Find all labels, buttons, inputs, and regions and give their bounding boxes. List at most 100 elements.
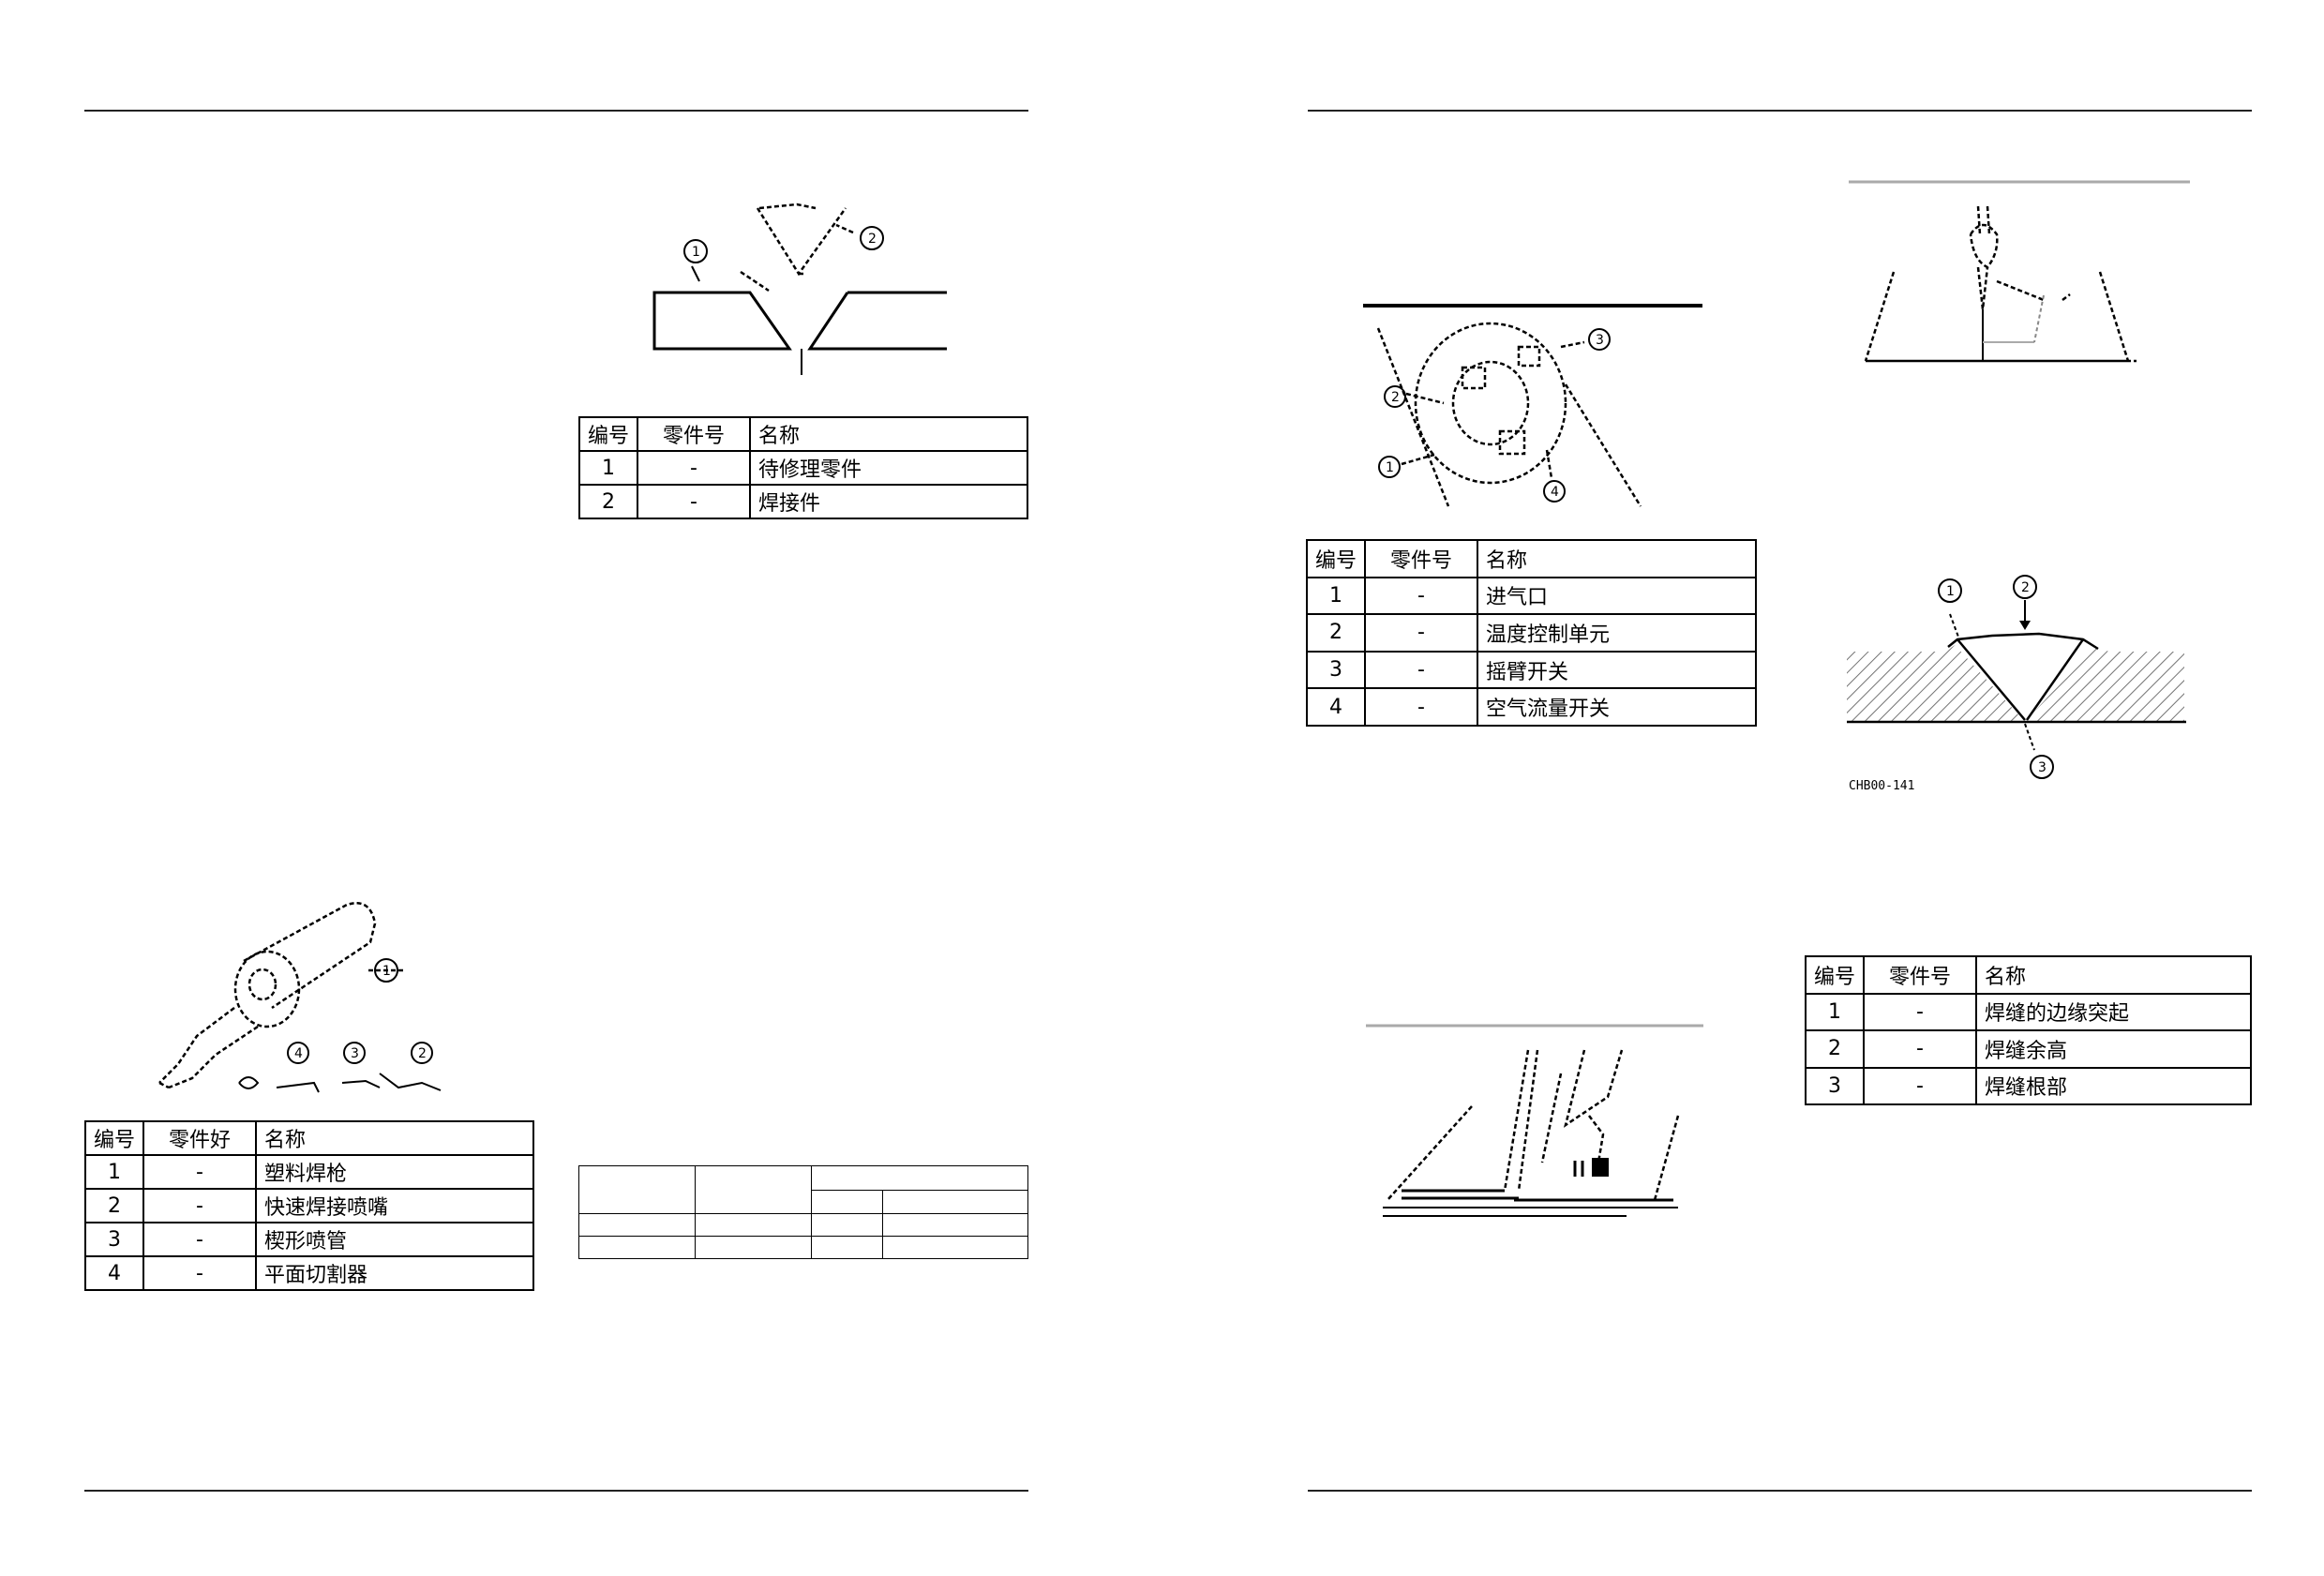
cell-part-number: - <box>142 1188 258 1223</box>
table-header-row: 编号 零件号 名称 <box>1804 955 2252 995</box>
cell-name: 摇臂开关 <box>1477 650 1757 690</box>
table-row: 1 - 待修理零件 <box>577 450 1028 486</box>
right-page-top-rule <box>1308 110 2252 112</box>
empty-cell <box>811 1165 1028 1191</box>
right-page-bottom-rule <box>1308 1490 2252 1492</box>
cell-number: 1 <box>577 450 639 486</box>
cell-part-number: - <box>1364 650 1479 690</box>
col-name: 名称 <box>255 1120 534 1156</box>
cell-number: 2 <box>1305 613 1367 653</box>
table-header-row: 编号 零件号 名称 <box>577 416 1028 452</box>
cell-number: 2 <box>83 1188 145 1223</box>
table-row: 1 - 塑料焊枪 <box>83 1154 534 1190</box>
cell-name: 焊缝的边缘突起 <box>1975 992 2252 1031</box>
empty-cell <box>578 1165 696 1214</box>
table-row: 4 - 平面切割器 <box>83 1255 534 1291</box>
cell-name: 楔形喷管 <box>255 1222 534 1257</box>
empty-cell <box>695 1165 812 1214</box>
callout-2: 2 <box>1391 390 1400 405</box>
cell-part-number: - <box>637 450 752 486</box>
callout-2: 2 <box>868 232 877 247</box>
cell-number: 3 <box>1305 650 1367 690</box>
callout-1: 1 <box>692 245 700 260</box>
cell-number: 2 <box>577 484 639 519</box>
col-number: 编号 <box>577 416 639 452</box>
cell-number: 4 <box>83 1255 145 1291</box>
parts-table-weld-seam: 编号 零件号 名称 1 - 焊缝的边缘突起 2 - 焊缝余高 3 - 焊缝根部 <box>1804 955 2252 1105</box>
table-row <box>579 1189 1028 1214</box>
cell-part-number: - <box>142 1255 258 1291</box>
callout-1: 1 <box>1386 460 1394 475</box>
table-row: 3 - 楔形喷管 <box>83 1222 534 1257</box>
table-row: 2 - 焊缝余高 <box>1804 1029 2252 1069</box>
col-part-number: 零件号 <box>1364 539 1479 578</box>
wedge-weld-figure <box>1364 1022 1706 1228</box>
table-row: 3 - 摇臂开关 <box>1305 650 1757 690</box>
cell-number: 1 <box>1804 992 1866 1031</box>
figure-code: CHB00-141 <box>1849 779 1914 793</box>
col-part-number: 零件号 <box>637 416 752 452</box>
table-row: 3 - 焊缝根部 <box>1804 1066 2252 1105</box>
col-part-number: 零件好 <box>142 1120 258 1156</box>
cell-name: 空气流量开关 <box>1477 687 1757 727</box>
cell-part-number: - <box>1364 613 1479 653</box>
v-groove-figure: 1 2 <box>637 188 956 394</box>
cell-name: 焊缝根部 <box>1975 1066 2252 1105</box>
empty-cell <box>811 1189 883 1214</box>
table-row: 2 - 快速焊接喷嘴 <box>83 1188 534 1223</box>
cell-number: 3 <box>1804 1066 1866 1105</box>
col-number: 编号 <box>83 1120 145 1156</box>
cell-part-number: - <box>637 484 752 519</box>
callout-1: 1 <box>1946 584 1955 599</box>
col-part-number: 零件号 <box>1863 955 1978 995</box>
col-name: 名称 <box>1975 955 2252 995</box>
col-number: 编号 <box>1305 539 1367 578</box>
cell-number: 3 <box>83 1222 145 1257</box>
col-name: 名称 <box>1477 539 1757 578</box>
parts-table-repair: 编号 零件号 名称 1 - 待修理零件 2 - 焊接件 <box>577 416 1028 519</box>
cell-name: 待修理零件 <box>749 450 1028 486</box>
parts-table-control-unit: 编号 零件号 名称 1 - 进气口 2 - 温度控制单元 3 - 摇臂开关 4 … <box>1305 539 1757 727</box>
left-page-bottom-rule <box>84 1490 1028 1492</box>
table-header-row: 编号 零件好 名称 <box>83 1120 534 1156</box>
table-row: 4 - 空气流量开关 <box>1305 687 1757 727</box>
empty-cell <box>882 1189 1028 1214</box>
cell-part-number: - <box>1863 1066 1978 1105</box>
table-row: 1 - 焊缝的边缘突起 <box>1804 992 2252 1031</box>
cell-name: 塑料焊枪 <box>255 1154 534 1190</box>
cell-name: 进气口 <box>1477 576 1757 616</box>
cell-number: 1 <box>83 1154 145 1190</box>
empty-cell <box>578 1236 696 1259</box>
empty-cell <box>695 1236 812 1259</box>
callout-3: 3 <box>1596 333 1604 348</box>
cell-name: 温度控制单元 <box>1477 613 1757 653</box>
parts-table-welding-gun: 编号 零件好 名称 1 - 塑料焊枪 2 - 快速焊接喷嘴 3 - 楔形喷管 4… <box>83 1120 534 1291</box>
empty-table <box>578 1165 1028 1259</box>
empty-cell <box>578 1213 696 1237</box>
table-header-row: 编号 零件号 名称 <box>1305 539 1757 578</box>
cell-number: 2 <box>1804 1029 1866 1069</box>
table-row <box>578 1236 1028 1259</box>
empty-cell <box>695 1213 812 1237</box>
empty-cell <box>882 1236 1028 1259</box>
callout-2: 2 <box>418 1046 427 1061</box>
cell-part-number: - <box>1364 576 1479 616</box>
empty-cell <box>811 1213 883 1237</box>
table-row: 1 - 进气口 <box>1305 576 1757 616</box>
cell-part-number: - <box>142 1222 258 1257</box>
callout-2: 2 <box>2021 580 2030 595</box>
nozzle-angle-figure <box>1847 178 2194 380</box>
table-row <box>578 1213 1028 1237</box>
callout-1: 1 <box>382 964 391 979</box>
callout-4: 4 <box>1551 485 1559 500</box>
cell-part-number: - <box>1863 992 1978 1031</box>
cell-number: 1 <box>1305 576 1367 616</box>
cell-part-number: - <box>1863 1029 1978 1069</box>
welding-gun-figure: 1 4 3 2 <box>141 895 469 1106</box>
callout-3: 3 <box>2038 760 2047 775</box>
callout-3: 3 <box>351 1046 359 1061</box>
cell-name: 快速焊接喷嘴 <box>255 1188 534 1223</box>
table-row <box>578 1165 1028 1214</box>
seam-section-figure: 1 2 3 CHB00-141 <box>1837 563 2194 797</box>
cell-name: 平面切割器 <box>255 1255 534 1291</box>
